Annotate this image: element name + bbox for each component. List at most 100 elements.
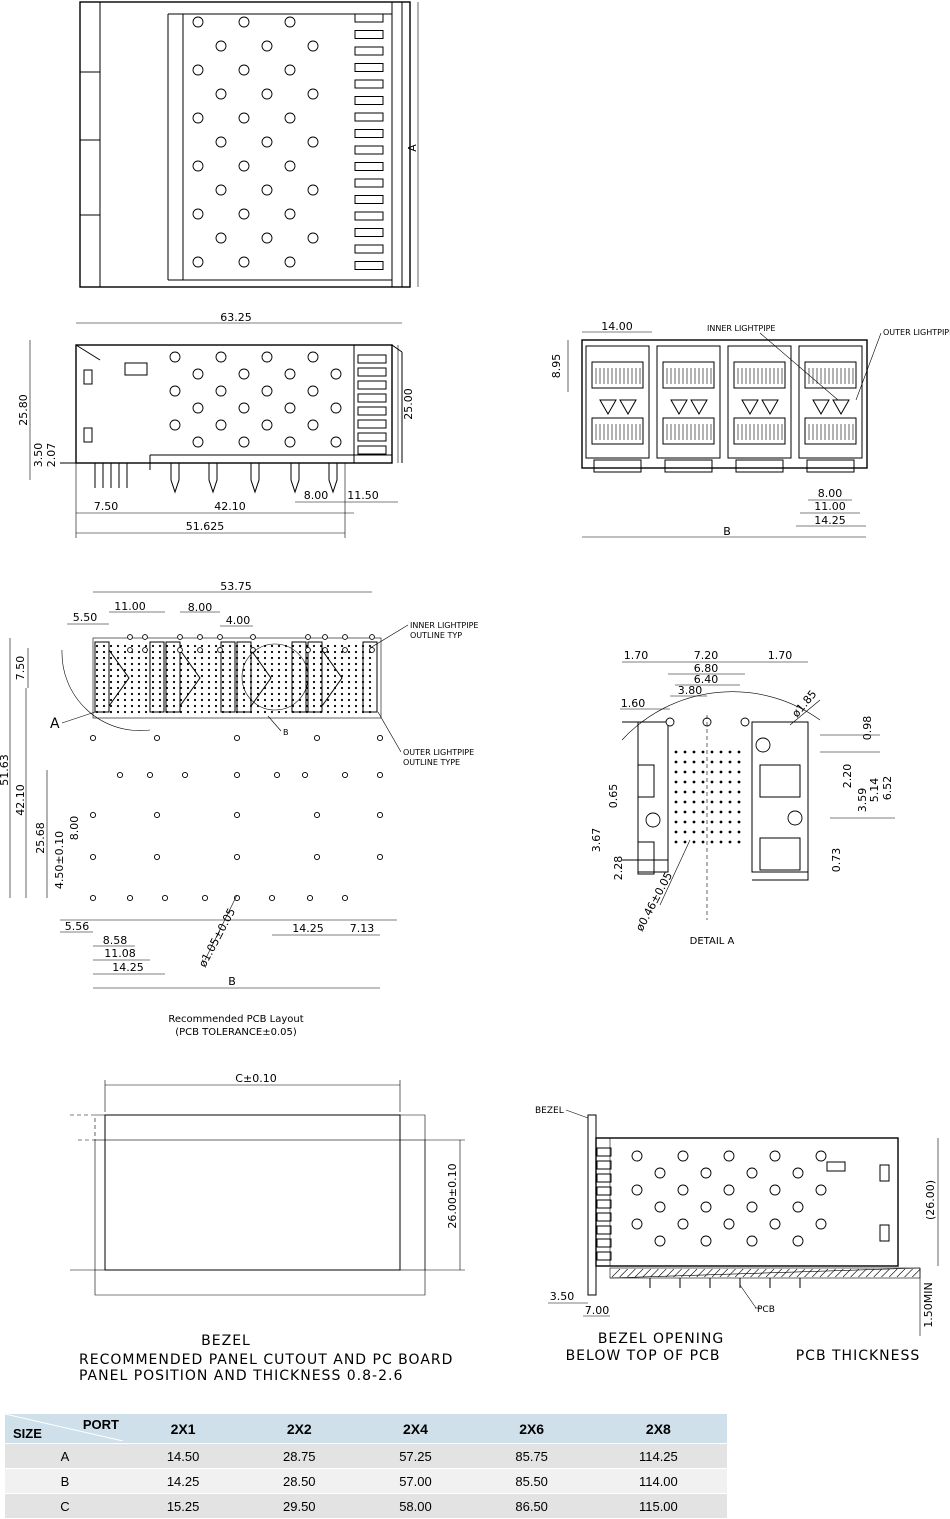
via-dot <box>179 698 183 702</box>
via-dot <box>354 650 358 654</box>
via-dot <box>214 668 218 672</box>
via-dot <box>95 674 99 678</box>
via-dot <box>137 692 141 696</box>
via-dot <box>256 662 260 666</box>
via-dot <box>319 686 323 690</box>
via-dot <box>200 644 204 648</box>
via-dot <box>291 668 295 672</box>
via-dot <box>312 680 316 684</box>
pcb-label-b: B <box>283 728 289 737</box>
table-cell: 114.00 <box>589 1468 727 1494</box>
hatch-line <box>758 1268 767 1278</box>
via-dot <box>256 656 260 660</box>
pcb-hole <box>376 853 384 861</box>
hatch-line <box>873 1268 883 1278</box>
front-dim-8-00: 8.00 <box>818 487 843 500</box>
via-dot <box>728 840 732 844</box>
vent-hole <box>307 184 319 196</box>
via-dot <box>144 698 148 702</box>
via-dot <box>172 704 176 708</box>
via-dot <box>312 662 316 666</box>
via-dot <box>165 650 169 654</box>
via-dot <box>333 698 337 702</box>
via-dot <box>172 674 176 678</box>
vent-hole <box>792 1167 804 1179</box>
via-dot <box>95 710 99 714</box>
via-dot <box>326 698 330 702</box>
vent-hole <box>215 351 227 363</box>
outline <box>108 649 130 707</box>
via-dot <box>277 710 281 714</box>
vent-hole <box>330 402 342 414</box>
via-dot <box>270 710 274 714</box>
via-dot <box>361 686 365 690</box>
via-dot <box>235 650 239 654</box>
via-dot <box>116 668 120 672</box>
via-dot <box>193 656 197 660</box>
via-dot <box>144 662 148 666</box>
via-dot <box>347 710 351 714</box>
via-dot <box>333 680 337 684</box>
via-dot <box>728 800 732 804</box>
via-dot <box>284 704 288 708</box>
pcb-dim-b: B <box>228 975 236 988</box>
via-dot <box>123 656 127 660</box>
via-dot <box>368 680 372 684</box>
detail-dim-6-80: 6.80 <box>694 662 719 675</box>
via-dot <box>347 698 351 702</box>
pcb-hole <box>233 853 241 861</box>
via-dot <box>228 686 232 690</box>
via-dot <box>200 662 204 666</box>
vent-hole <box>677 1150 689 1162</box>
via-dot <box>284 662 288 666</box>
via-dot <box>95 686 99 690</box>
pcb-layout: 53.75 11.00 8.00 5.50 4.00 7.50 51.63 42… <box>0 580 478 1038</box>
via-dot <box>249 692 253 696</box>
side-dim-25-80: 25.80 <box>17 394 30 426</box>
via-dot <box>116 680 120 684</box>
via-dot <box>235 662 239 666</box>
vent-hole <box>815 1218 827 1230</box>
via-dot <box>683 800 687 804</box>
hatch-line <box>896 1268 906 1278</box>
via-dot <box>165 662 169 666</box>
via-dot <box>137 698 141 702</box>
hatch-line <box>819 1268 829 1278</box>
hatch-line <box>696 1268 705 1278</box>
front-dim-14-00: 14.00 <box>601 320 633 333</box>
via-dot <box>298 644 302 648</box>
vent-hole <box>700 1167 712 1179</box>
via-dot <box>291 656 295 660</box>
latch-slot <box>357 406 387 416</box>
via-dot <box>179 680 183 684</box>
via-dot <box>249 710 253 714</box>
hatch-line <box>773 1268 782 1278</box>
side-dim-8-00: 8.00 <box>304 489 329 502</box>
via-dot <box>728 770 732 774</box>
via-dot <box>326 668 330 672</box>
vent-hole <box>700 1201 712 1213</box>
via-dot <box>692 760 696 764</box>
hatch-line <box>619 1268 628 1278</box>
via-dot <box>737 790 741 794</box>
vent-hole <box>654 1167 666 1179</box>
via-dot <box>193 680 197 684</box>
side-dim-7-50: 7.50 <box>94 500 119 513</box>
via-dot <box>354 692 358 696</box>
via-dot <box>221 656 225 660</box>
via-dot <box>249 668 253 672</box>
via-dot <box>263 680 267 684</box>
latch-slot <box>357 367 387 377</box>
vent-hole <box>192 112 204 124</box>
via-dot <box>291 680 295 684</box>
via-dot <box>347 662 351 666</box>
via-dot <box>683 780 687 784</box>
via-dot <box>305 662 309 666</box>
vent-hole <box>215 40 227 52</box>
hatch-line <box>811 1268 821 1278</box>
latch-slot <box>596 1251 612 1261</box>
front-dim-11-00: 11.00 <box>814 500 846 513</box>
table-col-header: 2X2 <box>241 1414 358 1444</box>
via-dot <box>165 692 169 696</box>
vent-hole <box>330 436 342 448</box>
